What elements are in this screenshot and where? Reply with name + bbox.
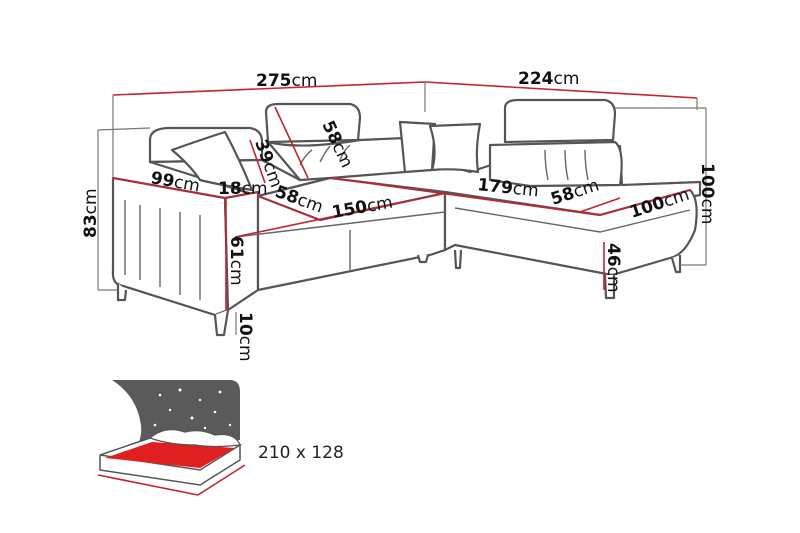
bed-icon: [97, 380, 246, 496]
label-61: 61cm: [226, 236, 246, 286]
label-10: 10cm: [235, 312, 255, 362]
label-224: 224cm: [518, 69, 579, 89]
unit: cm: [172, 172, 201, 196]
unit: cm: [697, 199, 717, 225]
label-99: 99cm: [149, 168, 201, 196]
unit: cm: [292, 71, 318, 91]
unit: cm: [81, 188, 101, 214]
value: 99: [149, 168, 176, 192]
value: 100: [697, 163, 717, 199]
value: 83: [81, 214, 101, 238]
value: 224: [518, 69, 554, 89]
value: 46: [603, 243, 623, 267]
dimension-lines: [97, 81, 707, 335]
unit: cm: [603, 267, 623, 293]
value: 275: [256, 71, 292, 91]
value: 179: [476, 175, 513, 199]
label-275: 275cm: [256, 71, 317, 91]
bed-size-label: 210 x 128: [258, 443, 344, 463]
label-83: 83cm: [81, 188, 101, 238]
value: 18: [218, 179, 242, 199]
unit: cm: [226, 260, 246, 286]
label-179: 179cm: [476, 175, 539, 201]
unit: cm: [512, 179, 540, 202]
value: 61: [226, 236, 246, 260]
label-100-height: 100cm: [697, 163, 717, 224]
label-46: 46cm: [603, 243, 623, 293]
unit: cm: [365, 193, 394, 217]
unit: cm: [235, 336, 255, 362]
sofa-outline: [111, 98, 702, 337]
unit: cm: [242, 179, 268, 199]
value: 10: [235, 312, 255, 336]
label-18: 18cm: [218, 179, 268, 199]
unit: cm: [554, 69, 580, 89]
